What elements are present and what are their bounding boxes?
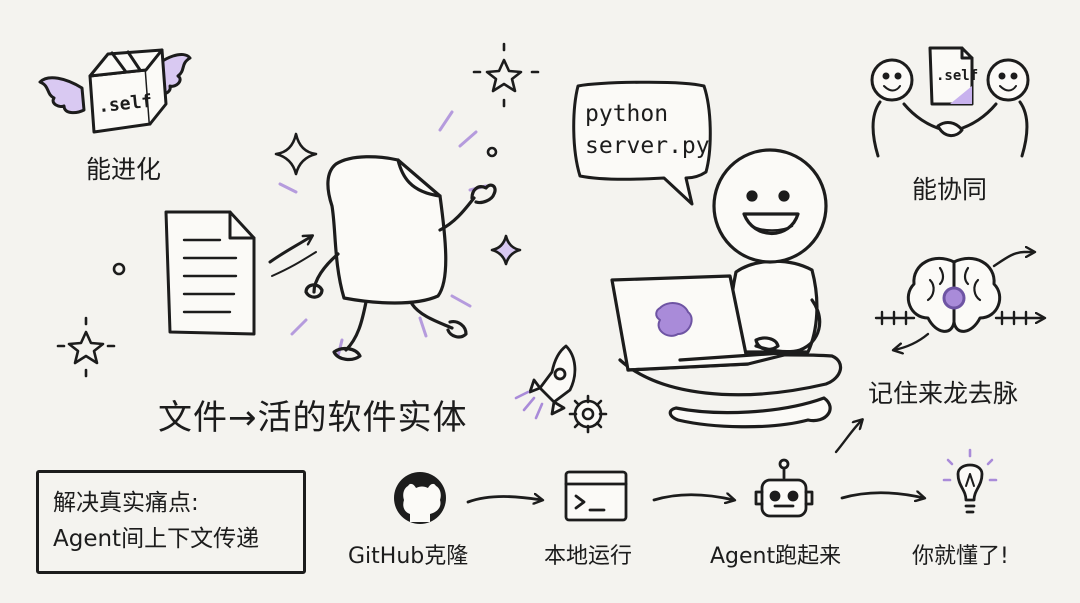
robot-icon xyxy=(754,458,814,518)
command-line-2: server.py xyxy=(585,133,710,159)
flow-step-clone: GitHub克隆 xyxy=(348,544,469,569)
flow-step-agent-run: Agent跑起来 xyxy=(710,544,842,569)
label-evolve: 能进化 xyxy=(86,155,162,184)
winged-box-icon xyxy=(38,48,192,134)
handshake-people-icon xyxy=(870,46,1030,158)
flow-step-understand: 你就懂了! xyxy=(912,544,1009,569)
gear-icon xyxy=(568,394,608,434)
terminal-window-icon xyxy=(564,470,628,522)
motion-line xyxy=(271,251,317,277)
label-remember: 记住来龙去脉 xyxy=(868,379,1019,408)
command-line-1: python xyxy=(585,101,669,127)
command-text: python server.py xyxy=(585,98,710,162)
living-document-character xyxy=(278,110,497,362)
sparkle-star-icon xyxy=(56,42,540,378)
doc-self-tag: .self xyxy=(936,68,978,84)
pain-point-line-2: Agent间上下文传递 xyxy=(53,526,260,552)
rocket-icon xyxy=(514,344,577,420)
transform-arrow-icon xyxy=(268,236,312,264)
brain-icon xyxy=(906,256,1002,333)
document-icon xyxy=(164,210,256,336)
label-collaborate: 能协同 xyxy=(912,175,988,204)
pain-point-line-1: 解决真实痛点: xyxy=(53,490,199,516)
flow-step-run-local: 本地运行 xyxy=(544,544,633,569)
timeline-arrows xyxy=(834,252,1044,454)
person-with-laptop xyxy=(610,148,843,429)
speech-bubble xyxy=(572,80,712,206)
github-icon xyxy=(394,472,446,524)
main-caption: 文件→活的软件实体 xyxy=(158,398,468,438)
lightbulb-icon xyxy=(942,448,998,514)
flow-arrows xyxy=(466,493,924,502)
pain-point-box: 解决真实痛点: Agent间上下文传递 xyxy=(36,470,306,574)
